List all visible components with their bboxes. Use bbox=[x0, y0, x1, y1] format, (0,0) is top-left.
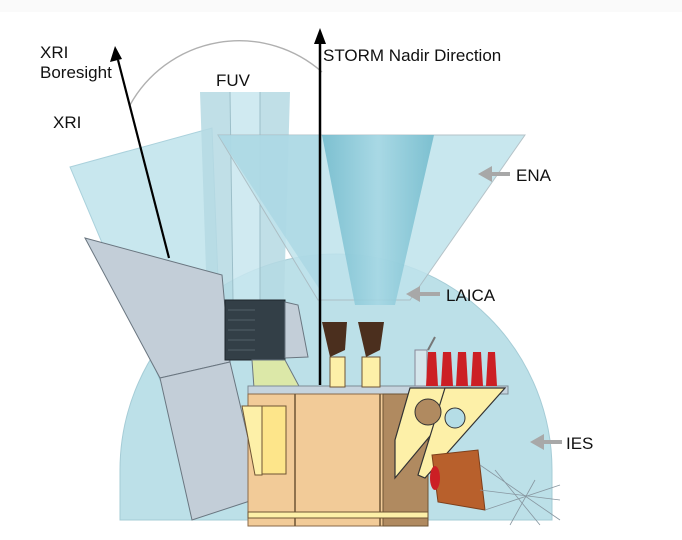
ies-aperture bbox=[430, 466, 440, 490]
ena-fov-shade bbox=[218, 135, 320, 290]
solar-panel bbox=[84, 237, 263, 521]
xri-boresight-arrow bbox=[116, 59, 171, 259]
label-laica: LAICA bbox=[446, 286, 496, 305]
top-band bbox=[0, 0, 682, 12]
label-ies: IES bbox=[566, 434, 593, 453]
laica-instrument bbox=[322, 322, 384, 388]
label-nadir-direction: STORM Nadir Direction bbox=[323, 46, 501, 65]
xri-instrument bbox=[224, 299, 309, 389]
xri-fov-arc bbox=[129, 40, 323, 106]
ies-instrument bbox=[431, 449, 486, 511]
label-xri-boresight-1: XRI bbox=[40, 43, 68, 62]
xri-boresight-arrowhead-icon bbox=[110, 46, 122, 62]
boom-lattice bbox=[479, 464, 561, 526]
ena-sensors bbox=[414, 336, 497, 387]
label-xri-boresight-2: Boresight bbox=[40, 63, 112, 82]
laica-fov bbox=[322, 135, 434, 305]
label-pointers bbox=[406, 166, 562, 450]
label-xri: XRI bbox=[53, 113, 81, 132]
nadir-arrowhead-icon bbox=[314, 28, 326, 44]
label-fuv: FUV bbox=[216, 71, 251, 90]
label-ena: ENA bbox=[516, 166, 552, 185]
